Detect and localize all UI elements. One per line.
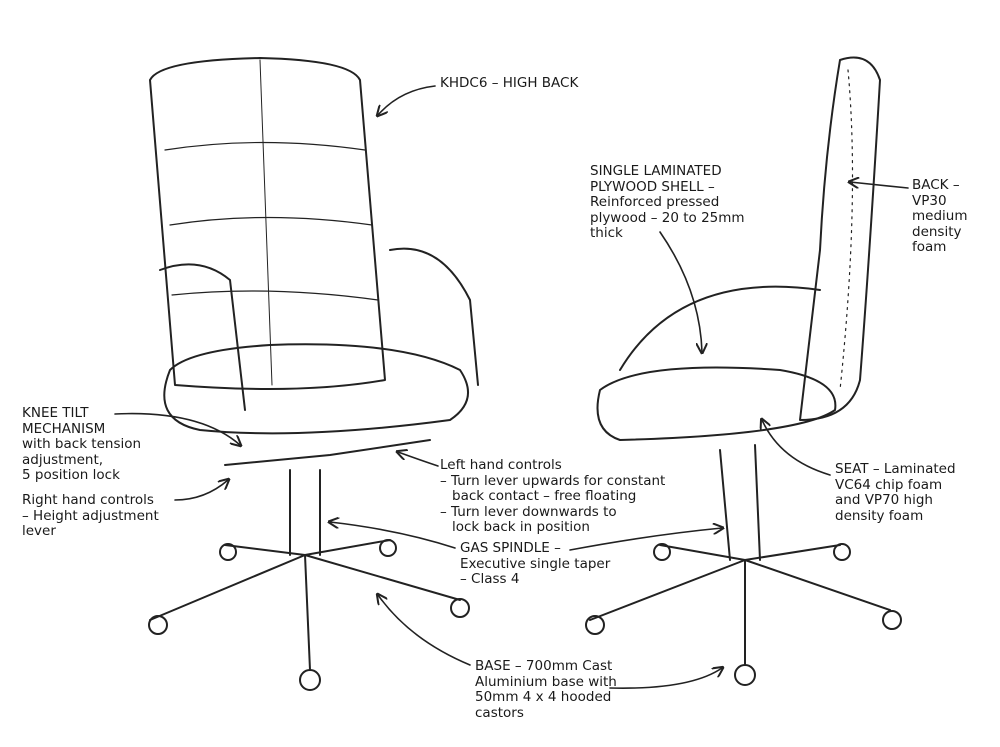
label-line: Aluminium base with	[475, 673, 617, 690]
label-line: lever	[22, 523, 56, 539]
label-line: adjustment,	[22, 451, 104, 468]
label-back: BACK – VP30 medium density foam	[912, 177, 968, 256]
label-left-controls: Left hand controls – Turn lever upwards …	[440, 457, 666, 536]
label-line: KHDC6 – HIGH BACK	[440, 75, 579, 91]
label-line: density	[912, 223, 962, 240]
front-chair-sketch	[148, 57, 479, 691]
label-line: thick	[590, 225, 623, 241]
label-base: BASE – 700mm Cast Aluminium base with 50…	[475, 658, 617, 721]
side-chair-sketch	[585, 56, 902, 686]
label-line: MECHANISM	[22, 420, 106, 437]
label-model: KHDC6 – HIGH BACK	[440, 75, 579, 92]
label-line: BACK –	[912, 177, 960, 193]
label-line: Reinforced pressed	[590, 194, 720, 210]
label-line: Executive single taper	[460, 555, 611, 572]
label-line: VC64 chip foam	[835, 476, 943, 493]
label-line: plywood – 20 to 25mm	[590, 209, 745, 226]
label-line: SINGLE LAMINATED	[590, 163, 722, 179]
label-line: BASE – 700mm Cast	[475, 658, 613, 674]
label-line: Right hand controls	[22, 492, 154, 508]
label-line: – Turn lever upwards for constant	[440, 472, 666, 489]
label-line: SEAT – Laminated	[835, 461, 956, 477]
label-shell: SINGLE LAMINATED PLYWOOD SHELL – Reinfor…	[590, 163, 745, 242]
label-line: – Turn lever downwards to	[440, 503, 617, 520]
label-line: back contact – free floating	[452, 488, 637, 504]
label-seat: SEAT – Laminated VC64 chip foam and VP70…	[835, 461, 956, 524]
label-right-controls: Right hand controls – Height adjustment …	[22, 492, 159, 540]
label-line: lock back in position	[452, 519, 590, 535]
label-line: castors	[475, 704, 524, 721]
label-line: Left hand controls	[440, 457, 562, 473]
label-line: foam	[912, 239, 947, 255]
label-line: and VP70 high	[835, 492, 933, 508]
label-line: PLYWOOD SHELL –	[590, 178, 715, 195]
label-line: 50mm 4 x 4 hooded	[475, 689, 612, 705]
label-line: 5 position lock	[22, 467, 120, 483]
leader-arrows	[114, 85, 909, 689]
label-line: with back tension	[22, 436, 142, 452]
label-line: VP30	[912, 192, 947, 209]
label-line: – Class 4	[460, 571, 520, 587]
label-line: KNEE TILT	[22, 405, 89, 421]
label-line: medium	[912, 208, 968, 224]
label-knee-tilt: KNEE TILT MECHANISM with back tension ad…	[22, 405, 142, 484]
label-line: GAS SPINDLE –	[460, 540, 561, 556]
label-line: – Height adjustment	[22, 507, 159, 524]
label-gas-spindle: GAS SPINDLE – Executive single taper – C…	[460, 540, 611, 588]
label-line: density foam	[835, 507, 924, 524]
